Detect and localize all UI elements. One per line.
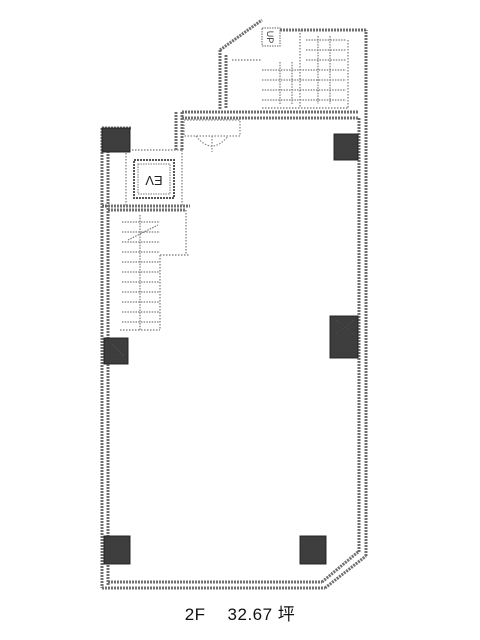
column-bottom-right (299, 535, 327, 565)
door-swing (183, 119, 241, 152)
stairs-top-right (262, 36, 346, 104)
column-mid-right (329, 315, 359, 359)
column-bottom-left (103, 535, 131, 565)
elevator-label: EV (145, 173, 163, 188)
column-mid-left (103, 337, 129, 365)
floor-label: 2F (184, 605, 206, 624)
fixture-mid-left (111, 343, 125, 357)
column-top-right (333, 133, 359, 161)
stairs-left (122, 215, 160, 330)
column-top-left (101, 127, 131, 153)
stair-marker-label: UP (265, 31, 275, 44)
fixture-mid-right (335, 319, 355, 335)
exterior-walls (100, 18, 368, 590)
area-label: 32.67 坪 (227, 605, 296, 624)
columns (101, 127, 359, 565)
elevator: EV (133, 159, 175, 199)
stair-marker: UP (261, 27, 281, 47)
interior-partitions (120, 30, 349, 331)
plan-caption: 2F 32.67 坪 (0, 600, 480, 625)
